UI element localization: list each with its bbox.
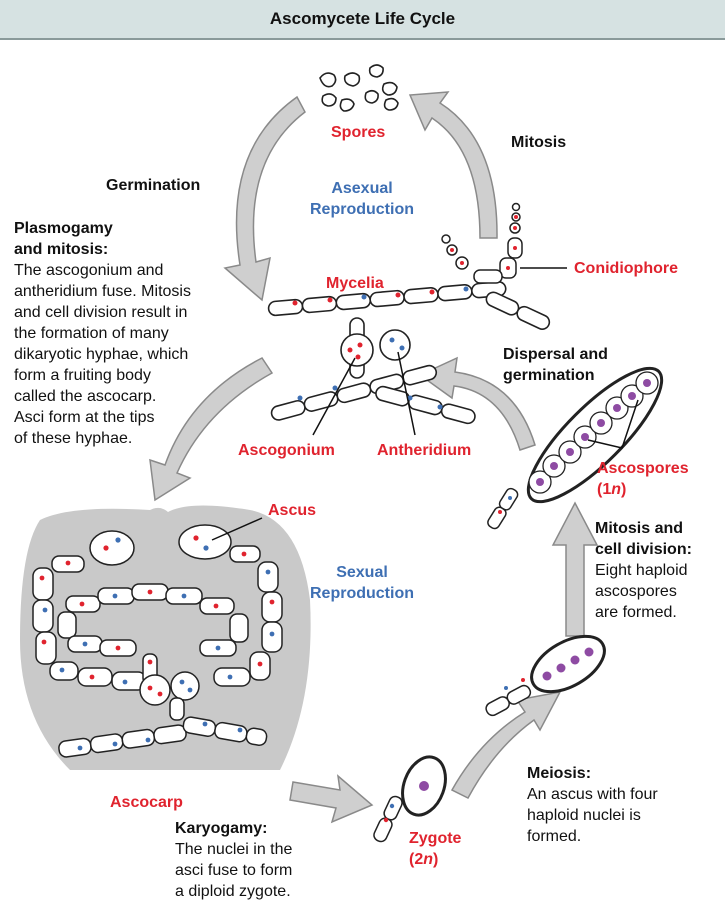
antheridium-pointer <box>397 351 416 436</box>
asexual-reproduction-label: Asexual Reproduction <box>310 180 414 218</box>
conidiophore-nuclei <box>450 215 518 270</box>
diagram-title: Ascomycete Life Cycle <box>0 0 725 40</box>
cycle-arrow-karyogamy <box>289 774 374 824</box>
zygote-label: Zygote (2n) <box>409 830 462 868</box>
cycle-arrow-mitosis <box>408 91 498 239</box>
spores-cluster <box>319 64 399 112</box>
mitosis-division-note: Mitosis and cell division: Eight haploid… <box>595 520 692 621</box>
sexual-reproduction-label: Sexual Reproduction <box>310 564 414 602</box>
ascogonium-pointer <box>312 357 356 436</box>
ascocarp-label: Ascocarp <box>110 794 183 811</box>
antheridium-label: Antheridium <box>377 442 472 459</box>
ascogonium-label: Ascogonium <box>238 442 335 459</box>
germination-label: Germination <box>106 177 201 194</box>
ascocarp-nuclei <box>39 535 275 751</box>
conidiophore-chain <box>441 202 523 284</box>
cycle-arrow-cell-division <box>551 501 599 637</box>
ascospores-pointer <box>587 399 639 449</box>
mycelia-label: Mycelia <box>326 275 384 292</box>
meiosis-nuclei <box>542 647 594 681</box>
cycle-arrow-meiosis <box>450 690 562 799</box>
plasmogamy-note: Plasmogamy and mitosis: The ascogonium a… <box>14 220 191 447</box>
ascospores-label: Ascospores (1n) <box>597 460 689 498</box>
cycle-arrow-germination <box>223 95 306 302</box>
ascus-label: Ascus <box>268 502 317 519</box>
ascospore-nuclei <box>536 379 651 486</box>
spores-label: Spores <box>331 124 386 141</box>
ascogonium-cell <box>340 333 374 367</box>
dispersal-note: Dispersal and germination <box>503 346 608 384</box>
meiosis-note: Meiosis: An ascus with four haploid nucl… <box>527 765 658 845</box>
ascus-pointer <box>211 517 263 541</box>
mitosis-label: Mitosis <box>511 134 567 151</box>
mycelia-nuclei <box>292 286 469 410</box>
antheridium-cell <box>379 329 411 361</box>
mycelia-hyphae <box>267 281 551 425</box>
ascocarp-body <box>20 505 311 770</box>
karyogamy-note: Karyogamy: The nuclei in the asci fuse t… <box>175 820 293 900</box>
conidiophore-label: Conidiophore <box>574 260 678 277</box>
cycle-arrow-plasmogamy <box>149 357 274 502</box>
